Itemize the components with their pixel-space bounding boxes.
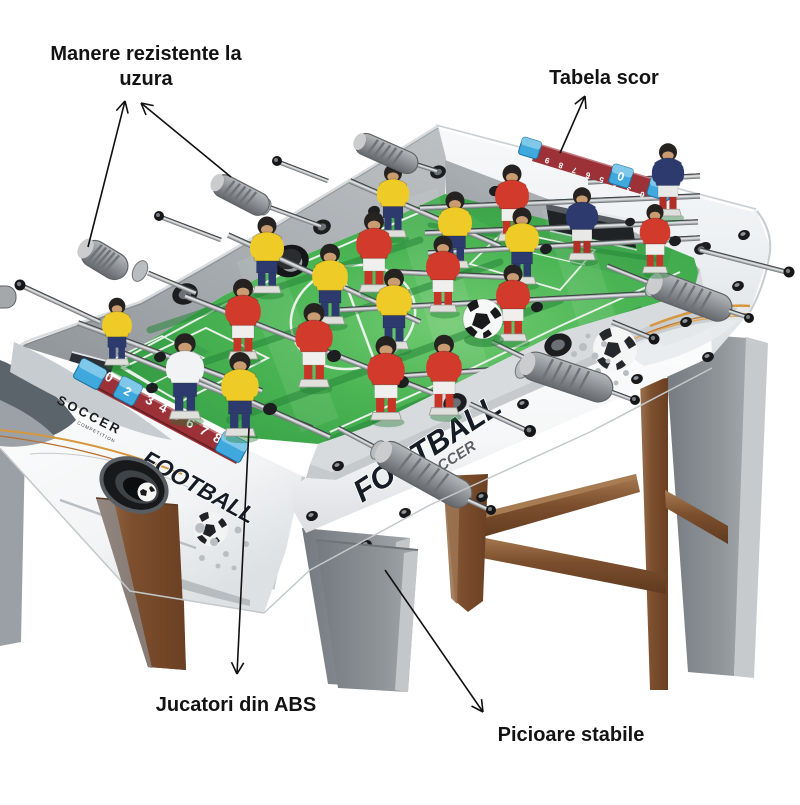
svg-text:7: 7: [570, 165, 577, 175]
svg-text:3: 3: [625, 184, 632, 194]
svg-text:Jucatori din ABS: Jucatori din ABS: [156, 694, 316, 716]
svg-text:Picioare stabile: Picioare stabile: [498, 724, 645, 746]
svg-text:8: 8: [557, 160, 564, 170]
svg-text:5: 5: [598, 175, 605, 185]
svg-text:uzura: uzura: [119, 68, 173, 90]
svg-text:0: 0: [638, 189, 645, 199]
svg-text:6: 6: [584, 170, 591, 180]
svg-text:Manere rezistente la: Manere rezistente la: [50, 43, 242, 65]
svg-text:Tabela scor: Tabela scor: [549, 67, 659, 89]
svg-text:0: 0: [616, 169, 627, 184]
svg-text:9: 9: [543, 155, 550, 165]
